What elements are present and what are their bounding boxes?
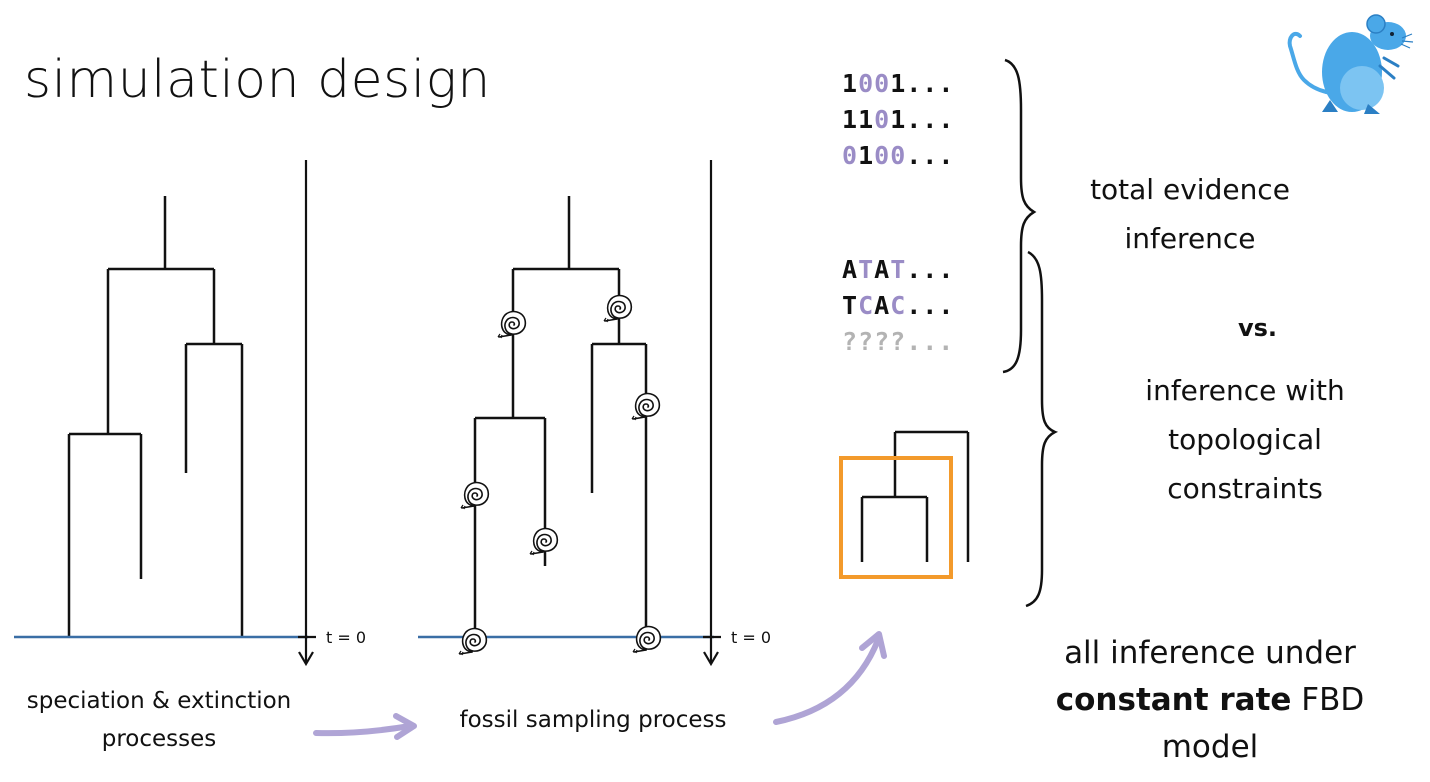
binary-char: 1	[858, 141, 875, 170]
total-evidence-label: total evidence inference	[1040, 165, 1340, 263]
dna-char: C	[858, 291, 875, 320]
caption-speciation-line1: speciation & extinction	[26, 688, 292, 714]
fossil-tree	[473, 196, 648, 637]
topological-line2: topological	[1168, 423, 1322, 456]
binary-char: 0	[874, 141, 891, 170]
constraint-tree	[860, 430, 970, 562]
dna-sequences: ATAT...TCAC...????...	[842, 252, 954, 360]
brace-total-evidence	[1002, 58, 1037, 374]
binary-char: 0	[874, 105, 891, 134]
time-axis-middle	[703, 160, 721, 667]
caption-speciation-line2: processes	[101, 726, 217, 752]
total-evidence-line1: total evidence	[1090, 173, 1290, 206]
ammonite-fossil-icon	[497, 310, 527, 339]
binary-row: 1101...	[842, 102, 954, 138]
dna-char: A	[874, 291, 891, 320]
binary-char: 0	[890, 141, 907, 170]
binary-sequences: 1001...1101...0100...	[842, 66, 954, 174]
dna-char: T	[890, 255, 907, 284]
binary-row: 1001...	[842, 66, 954, 102]
brace-topological	[1025, 250, 1059, 608]
model-statement-line1: all inference under	[1064, 635, 1356, 671]
dna-row: ATAT...	[842, 252, 954, 288]
ammonite-fossil-icon	[603, 294, 633, 323]
binary-char: 1	[842, 69, 859, 98]
ammonite-fossil-icon	[631, 392, 661, 421]
dna-char: ...	[906, 255, 955, 284]
dna-char: C	[890, 291, 907, 320]
ammonite-fossil-icon	[458, 627, 488, 656]
binary-char: ...	[906, 69, 955, 98]
time-axis-left	[298, 160, 316, 667]
dna-row: TCAC...	[842, 288, 954, 324]
time-label-left: t = 0	[326, 628, 367, 647]
dna-char: T	[842, 291, 859, 320]
ammonite-fossil-icon	[529, 527, 559, 556]
binary-char: 1	[890, 105, 907, 134]
dna-char: ...	[906, 291, 955, 320]
model-statement-line2: constant rate FBD	[1030, 677, 1390, 724]
total-evidence-line2: inference	[1124, 222, 1256, 255]
dna-char: T	[858, 255, 875, 284]
binary-char: 1	[858, 105, 875, 134]
binary-char: 1	[890, 69, 907, 98]
caption-fossil: fossil sampling process	[459, 707, 727, 733]
fossil-occurrences	[458, 294, 662, 656]
topological-label: inference with topological constraints	[1100, 366, 1390, 513]
binary-char: 0	[842, 141, 859, 170]
caption-speciation: speciation & extinction processes	[0, 682, 318, 758]
dna-char: ????...	[842, 327, 955, 356]
dna-char: A	[842, 255, 859, 284]
binary-char: ...	[906, 141, 955, 170]
model-statement-line3: model	[1161, 729, 1259, 765]
vs-label: vs.	[1238, 314, 1278, 342]
model-statement-post: FBD	[1291, 682, 1365, 718]
binary-char: 0	[874, 69, 891, 98]
curved-arrow-icon	[313, 713, 417, 740]
dna-char: A	[874, 255, 891, 284]
binary-char: 1	[842, 105, 859, 134]
speciation-tree	[67, 196, 244, 637]
model-statement: all inference under constant rate FBD mo…	[1030, 630, 1390, 771]
ammonite-fossil-icon	[632, 625, 662, 654]
mouse-logo-icon	[1287, 14, 1414, 114]
time-label-middle: t = 0	[731, 628, 772, 647]
binary-row: 0100...	[842, 138, 954, 174]
topological-line3: constraints	[1167, 472, 1323, 505]
dna-row: ????...	[842, 324, 954, 360]
ammonite-fossil-icon	[460, 481, 490, 510]
binary-char: 0	[858, 69, 875, 98]
model-statement-bold: constant rate	[1055, 682, 1292, 718]
slide-title: simulation design	[24, 50, 491, 110]
topological-line1: inference with	[1145, 374, 1345, 407]
curved-arrow-icon	[773, 631, 887, 725]
constraint-box	[839, 456, 953, 579]
binary-char: ...	[906, 105, 955, 134]
